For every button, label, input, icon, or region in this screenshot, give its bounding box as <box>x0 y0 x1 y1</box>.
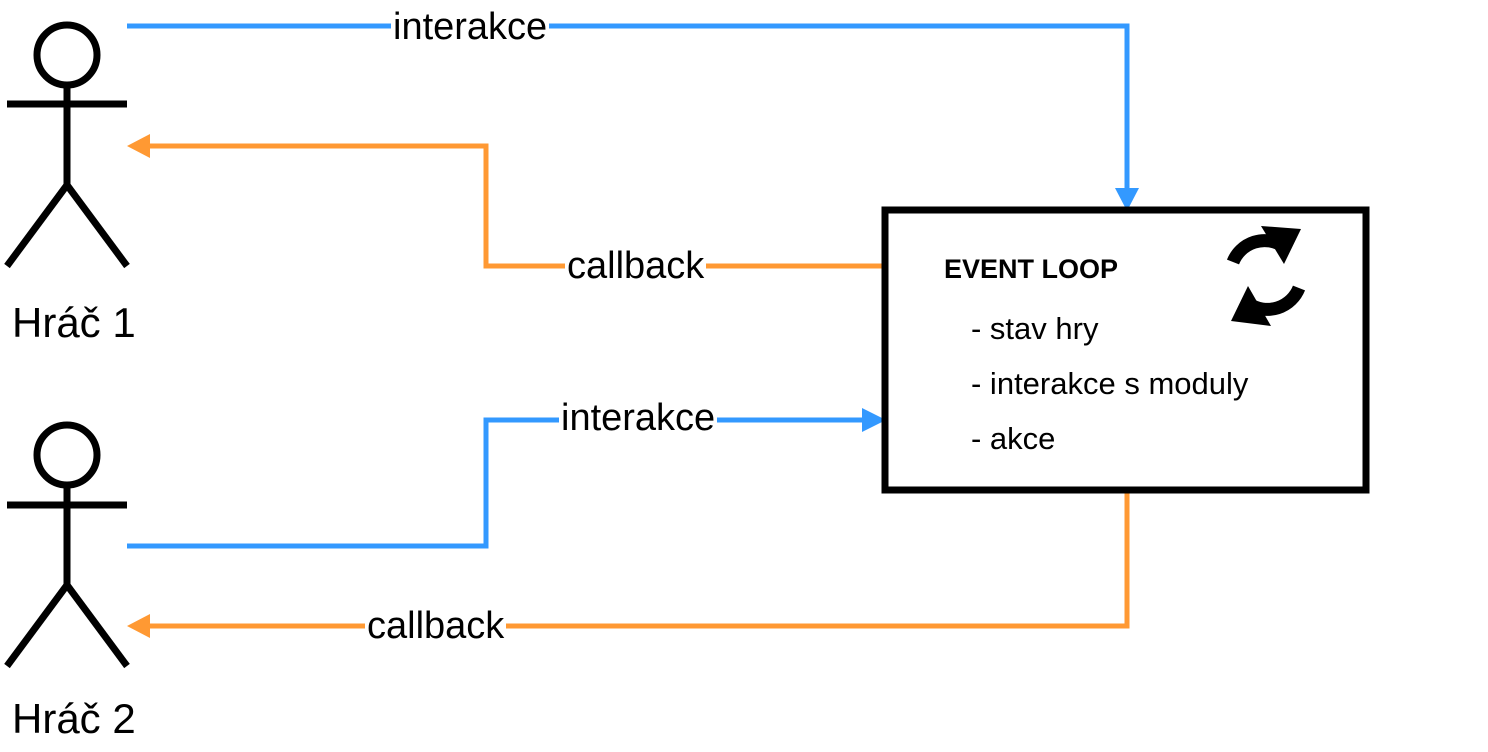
edge-label-callback-2: callback <box>365 605 507 647</box>
edge-callback-player2 <box>127 491 1130 638</box>
edge-label-interaction-2: interakce <box>559 397 718 439</box>
edge-label-callback-1: callback <box>565 245 707 287</box>
refresh-cycle-icon <box>1226 226 1306 326</box>
event-loop-title: EVENT LOOP <box>944 254 1119 284</box>
edge-label-interaction-1: interakce <box>391 6 550 48</box>
actor-2-label: Hráč 2 <box>12 695 136 742</box>
actor-1-label: Hráč 1 <box>12 299 136 346</box>
actor-1-figure <box>4 21 130 269</box>
actor-2-figure <box>4 421 130 669</box>
edge-interaction-player2 <box>127 408 886 549</box>
event-loop-box <box>881 206 1370 494</box>
event-loop-item: - akce <box>971 421 1056 456</box>
edge-callback-player1 <box>127 134 884 269</box>
event-loop-item: - stav hry <box>971 311 1099 346</box>
event-loop-item: - interakce s moduly <box>971 366 1249 401</box>
edge-interaction-player1 <box>127 23 1139 211</box>
